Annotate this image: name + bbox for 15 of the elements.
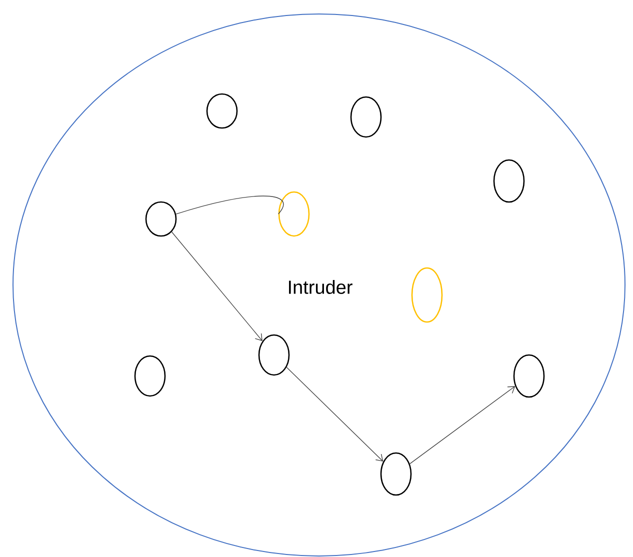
node-ellipse xyxy=(206,93,238,129)
node-ellipse xyxy=(493,159,525,203)
arrow xyxy=(409,386,516,464)
node-ellipse xyxy=(513,354,545,398)
arrow xyxy=(286,366,384,462)
arrow xyxy=(171,232,262,342)
node-ellipse xyxy=(145,201,177,237)
node-ellipse xyxy=(278,191,310,237)
node-ellipse xyxy=(134,355,166,397)
node-ellipse xyxy=(411,267,443,323)
boundary-ellipse xyxy=(12,14,626,556)
node-ellipse xyxy=(380,452,412,496)
node-ellipse xyxy=(258,334,290,376)
node-ellipse xyxy=(350,96,382,138)
text-label: Intruder xyxy=(289,280,352,294)
